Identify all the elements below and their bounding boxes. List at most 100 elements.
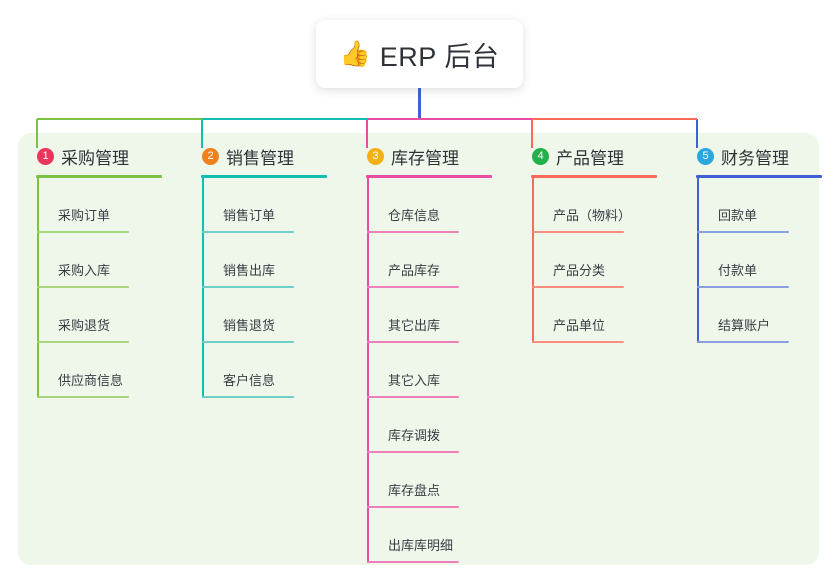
root-node[interactable]: 👍 ERP 后台 (316, 20, 523, 88)
leaf-node-label: 采购入库 (58, 263, 111, 278)
leaf-node-rule (532, 286, 624, 288)
branch-title-label: 产品管理 (556, 148, 624, 168)
leaf-node-label: 产品分类 (553, 263, 606, 278)
leaf-node-label: 库存调拨 (388, 428, 441, 443)
branch-spine (697, 178, 699, 343)
branch-number-badge: 1 (37, 147, 54, 165)
leaf-node[interactable]: 销售订单 (202, 178, 348, 233)
leaf-node[interactable]: 销售退货 (202, 288, 348, 343)
branches-panel (18, 133, 819, 565)
branch-spine (202, 178, 204, 398)
branch-column-4: 4 产品管理产品（物料） 产品分类产品单位 (513, 144, 678, 343)
leaf-node-rule (37, 341, 129, 343)
branch-children: 仓库信息产品库存其它出库其它入库库存调拨库存盘点出库库明细 (367, 178, 513, 563)
branch-header-1[interactable]: 1 采购管理 (18, 144, 183, 168)
leaf-node-rule (37, 286, 129, 288)
leaf-node-label: 其它入库 (388, 373, 441, 388)
branch-spine (367, 178, 369, 563)
leaf-node-rule (202, 341, 294, 343)
leaf-node-rule (202, 286, 294, 288)
leaf-node-label: 采购订单 (58, 208, 111, 223)
branch-header-rule (36, 175, 162, 178)
leaf-node-rule (367, 396, 459, 398)
branch-children: 产品（物料） 产品分类产品单位 (532, 178, 678, 343)
leaf-node[interactable]: 其它入库 (367, 343, 513, 398)
leaf-node-label: 仓库信息 (388, 208, 441, 223)
leaf-node-rule (367, 561, 459, 563)
branch-header-rule (531, 175, 657, 178)
leaf-node[interactable]: 客户信息 (202, 343, 348, 398)
leaf-node[interactable]: 产品分类 (532, 233, 678, 288)
leaf-node-label: 产品库存 (388, 263, 441, 278)
leaf-node[interactable]: 付款单 (697, 233, 838, 288)
leaf-node-label: 客户信息 (223, 373, 276, 388)
leaf-node[interactable]: 产品单位 (532, 288, 678, 343)
leaf-node-rule (367, 451, 459, 453)
leaf-node[interactable]: 产品（物料） (532, 178, 678, 233)
leaf-node-label: 其它出库 (388, 318, 441, 333)
leaf-node[interactable]: 仓库信息 (367, 178, 513, 233)
branch-title-label: 销售管理 (226, 148, 294, 168)
leaf-node-rule (37, 231, 129, 233)
leaf-node[interactable]: 其它出库 (367, 288, 513, 343)
leaf-node-rule (367, 341, 459, 343)
branch-header-5[interactable]: 5 财务管理 (678, 144, 838, 168)
leaf-node[interactable]: 产品库存 (367, 233, 513, 288)
leaf-node-rule (532, 341, 624, 343)
branch-header-rule (201, 175, 327, 178)
leaf-node[interactable]: 出库库明细 (367, 508, 513, 563)
leaf-node-label: 回款单 (718, 208, 758, 223)
leaf-node-label: 销售退货 (223, 318, 276, 333)
leaf-node-label: 产品（物料） (553, 208, 632, 223)
leaf-node[interactable]: 采购入库 (37, 233, 183, 288)
branch-number-badge: 5 (697, 147, 714, 165)
branch-spine (37, 178, 39, 398)
branch-header-rule (366, 175, 492, 178)
leaf-node-rule (202, 231, 294, 233)
leaf-node[interactable]: 采购订单 (37, 178, 183, 233)
branch-column-1: 1 采购管理采购订单采购入库采购退货供应商信息 (18, 144, 183, 398)
leaf-node-label: 出库库明细 (388, 538, 454, 553)
branch-header-2[interactable]: 2 销售管理 (183, 144, 348, 168)
leaf-node-label: 付款单 (718, 263, 758, 278)
leaf-node[interactable]: 库存调拨 (367, 398, 513, 453)
branch-title-label: 库存管理 (391, 148, 459, 168)
branch-spine (532, 178, 534, 343)
leaf-node-rule (37, 396, 129, 398)
leaf-node-label: 销售订单 (223, 208, 276, 223)
branch-title-label: 财务管理 (721, 148, 789, 168)
leaf-node-rule (697, 286, 789, 288)
branch-title-label: 采购管理 (61, 148, 129, 168)
leaf-node[interactable]: 库存盘点 (367, 453, 513, 508)
branch-children: 销售订单销售出库销售退货客户信息 (202, 178, 348, 398)
leaf-node-rule (367, 286, 459, 288)
leaf-node[interactable]: 采购退货 (37, 288, 183, 343)
branch-header-3[interactable]: 3 库存管理 (348, 144, 513, 168)
leaf-node-label: 结算账户 (718, 318, 771, 333)
leaf-node-rule (697, 341, 789, 343)
branch-column-3: 3 库存管理仓库信息产品库存其它出库其它入库库存调拨库存盘点出库库明细 (348, 144, 513, 563)
leaf-node-rule (367, 231, 459, 233)
branch-column-5: 5 财务管理回款单付款单结算账户 (678, 144, 838, 343)
leaf-node-label: 销售出库 (223, 263, 276, 278)
branch-column-2: 2 销售管理销售订单销售出库销售退货客户信息 (183, 144, 348, 398)
branch-children: 采购订单采购入库采购退货供应商信息 (37, 178, 183, 398)
leaf-node-label: 库存盘点 (388, 483, 441, 498)
leaf-node-label: 供应商信息 (58, 373, 124, 388)
leaf-node[interactable]: 销售出库 (202, 233, 348, 288)
leaf-node-label: 产品单位 (553, 318, 606, 333)
branch-children: 回款单付款单结算账户 (697, 178, 838, 343)
branch-number-badge: 3 (367, 147, 384, 165)
leaf-node[interactable]: 结算账户 (697, 288, 838, 343)
leaf-node-rule (367, 506, 459, 508)
branch-number-badge: 2 (202, 147, 219, 165)
branch-header-rule (696, 175, 822, 178)
leaf-node-rule (532, 231, 624, 233)
leaf-node[interactable]: 回款单 (697, 178, 838, 233)
leaf-node-rule (697, 231, 789, 233)
branch-header-4[interactable]: 4 产品管理 (513, 144, 678, 168)
leaf-node[interactable]: 供应商信息 (37, 343, 183, 398)
branch-number-badge: 4 (532, 147, 549, 165)
root-node-label: ERP 后台 (379, 41, 500, 72)
